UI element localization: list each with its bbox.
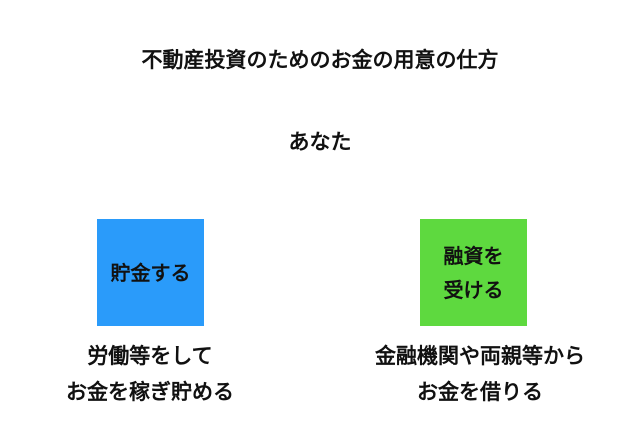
loan-description-line-2: お金を借りる [417, 380, 543, 404]
savings-box: 貯金する [97, 219, 204, 326]
loan-description-line-1: 金融機関や両親等から [375, 344, 585, 368]
loan-box-label-line-1: 融資を [443, 243, 504, 268]
loan-box: 融資を 受ける [420, 219, 527, 326]
subject-label: あなた [288, 130, 352, 154]
loan-box-label-line-2: 受ける [443, 277, 504, 302]
loan-description: 金融機関や両親等から お金を借りる [330, 338, 630, 410]
savings-description-line-2: お金を稼ぎ貯める [66, 380, 234, 404]
savings-box-label: 貯金する [110, 260, 191, 285]
savings-description: 労働等をして お金を稼ぎ貯める [10, 338, 290, 410]
savings-description-line-1: 労働等をして [87, 344, 213, 368]
diagram-title: 不動産投資のためのお金の用意の仕方 [141, 48, 499, 72]
